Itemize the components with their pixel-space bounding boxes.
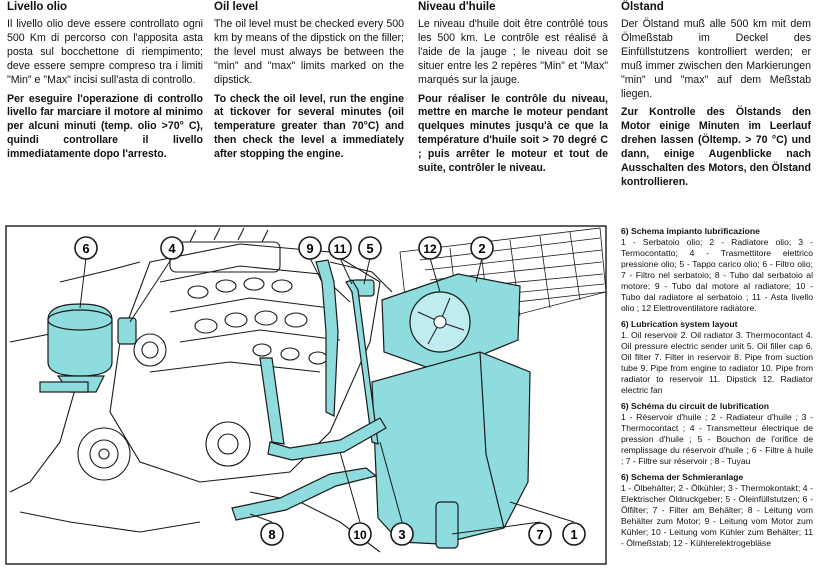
legend-french: 6) Schéma du circuit de lubrification 1 … (621, 401, 813, 467)
lubrication-parts (39, 259, 531, 549)
callout-8: 8 (260, 522, 284, 546)
lubrication-diagram: 6 4 9 11 5 12 2 8 (0, 222, 612, 568)
legend-title: 6) Schéma du circuit de lubrification (621, 401, 770, 411)
callout-11: 11 (328, 236, 352, 260)
callout-12: 12 (418, 236, 442, 260)
legend-english: 6) Lubrication system layout 1. Oil rese… (621, 319, 813, 396)
svg-text:8: 8 (268, 527, 275, 542)
svg-text:10: 10 (353, 528, 367, 542)
svg-text:12: 12 (423, 242, 437, 256)
legend-text: 1 - Serbatoio olio; 2 - Radiatore olio; … (621, 237, 813, 313)
callout-4: 4 (160, 236, 184, 260)
legend-text: 1 - Ölbehälter; 2 - Ölkühler; 3 - Thermo… (621, 483, 813, 548)
legend-italian: 6) Schema impianto lubrificazione 1 - Se… (621, 226, 813, 314)
svg-text:11: 11 (334, 242, 347, 256)
svg-text:4: 4 (168, 241, 176, 256)
section-instruction: Per eseguire l'operazione di controllo l… (7, 92, 203, 161)
section-instruction: To check the oil level, run the engine a… (214, 92, 404, 161)
legend-text: 1 - Réservoir d'huile ; 2 - Radiateur d'… (621, 412, 813, 466)
callout-9: 9 (298, 236, 322, 260)
svg-text:5: 5 (366, 241, 373, 256)
figure-legend: 6) Schema impianto lubrificazione 1 - Se… (621, 226, 813, 554)
callout-7: 7 (528, 522, 552, 546)
svg-text:7: 7 (536, 527, 543, 542)
column-english: Oil level The oil level must be checked … (214, 0, 404, 162)
callout-5: 5 (358, 236, 382, 260)
svg-text:2: 2 (478, 241, 485, 256)
callout-10: 10 (348, 522, 372, 546)
section-body: Le niveau d'huile doit être contrôlé tou… (418, 18, 608, 86)
section-title: Oil level (214, 1, 259, 13)
column-german: Ölstand Der Ölstand muß alle 500 km mit … (621, 0, 811, 190)
legend-title: 6) Schema impianto lubrificazione (621, 226, 760, 236)
legend-german: 6) Schema der Schmieranlage 1 - Ölbehält… (621, 472, 813, 549)
callout-2: 2 (470, 236, 494, 260)
section-body: Der Ölstand muß alle 500 km mit dem Ölme… (621, 18, 811, 100)
legend-title: 6) Schema der Schmieranlage (621, 472, 744, 482)
section-title: Livello olio (7, 1, 68, 13)
section-instruction: Zur Kontrolle des Ölstands den Motor ein… (621, 106, 811, 188)
callout-3: 3 (390, 522, 414, 546)
svg-text:6: 6 (82, 241, 89, 256)
column-italian: Livello olio Il livello olio deve essere… (7, 0, 203, 162)
callout-6: 6 (74, 236, 98, 260)
section-body: Il livello olio deve essere controllato … (7, 18, 203, 86)
svg-text:1: 1 (570, 527, 577, 542)
section-title: Niveau d'huile (418, 1, 496, 13)
section-title: Ölstand (621, 1, 664, 13)
legend-title: 6) Lubrication system layout (621, 319, 738, 329)
svg-text:9: 9 (306, 241, 313, 256)
legend-text: 1. Oil reservoir 2. Oil radiator 3. Ther… (621, 330, 813, 395)
column-french: Niveau d'huile Le niveau d'huile doit êt… (418, 0, 608, 176)
section-body: The oil level must be checked every 500 … (214, 18, 404, 86)
section-instruction: Pour réaliser le contrôle du niveau, met… (418, 92, 608, 175)
svg-text:3: 3 (398, 527, 405, 542)
callout-1: 1 (562, 522, 586, 546)
